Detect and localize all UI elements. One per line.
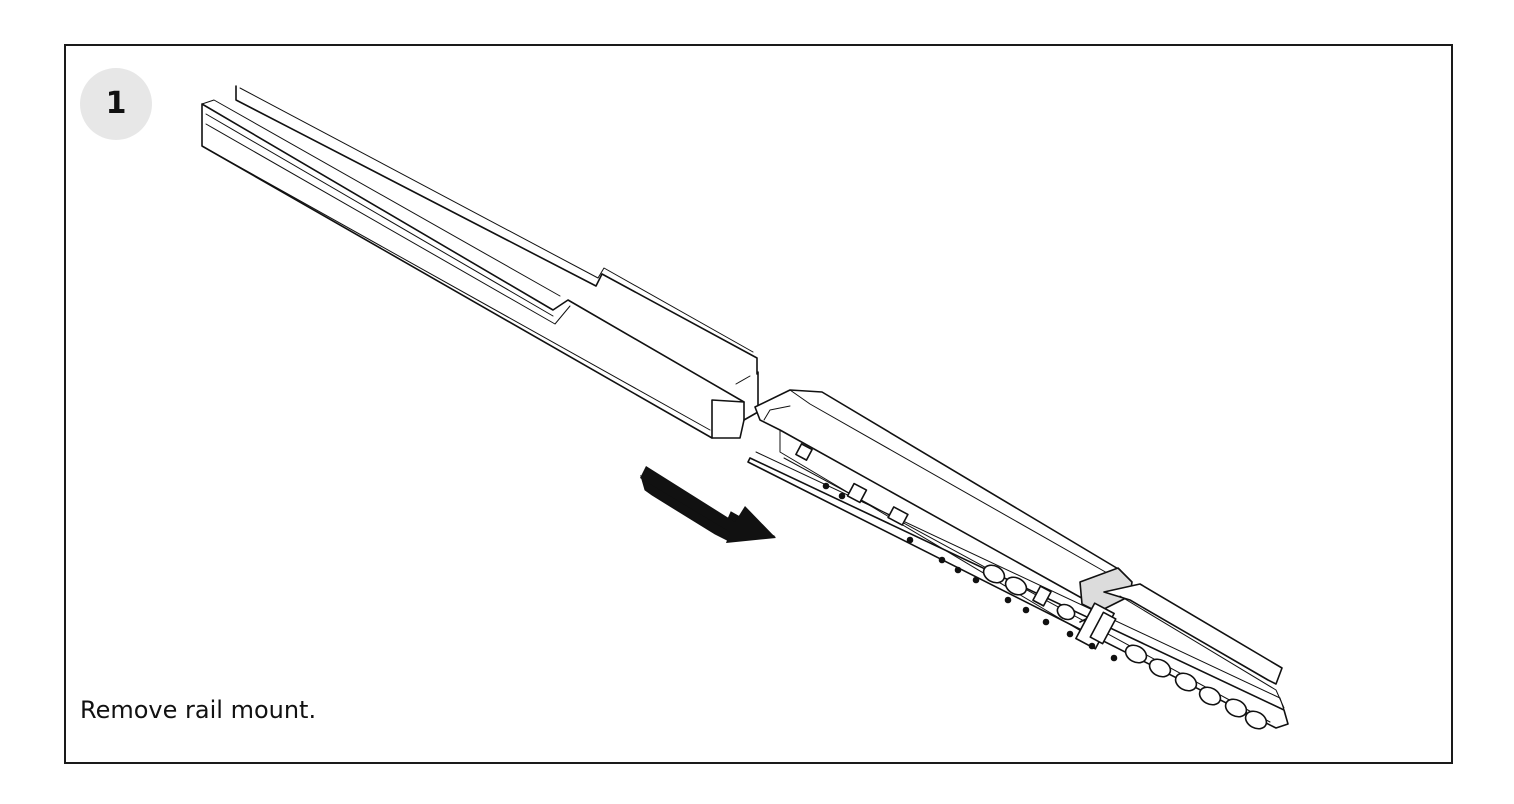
direction-arrow-icon bbox=[640, 466, 776, 543]
operator-unit-icon bbox=[747, 389, 1289, 730]
step-badge: 1 bbox=[80, 68, 152, 140]
step-number: 1 bbox=[105, 86, 127, 121]
rail-mount-icon bbox=[201, 85, 759, 439]
instruction-caption: Remove rail mount. bbox=[80, 696, 317, 724]
